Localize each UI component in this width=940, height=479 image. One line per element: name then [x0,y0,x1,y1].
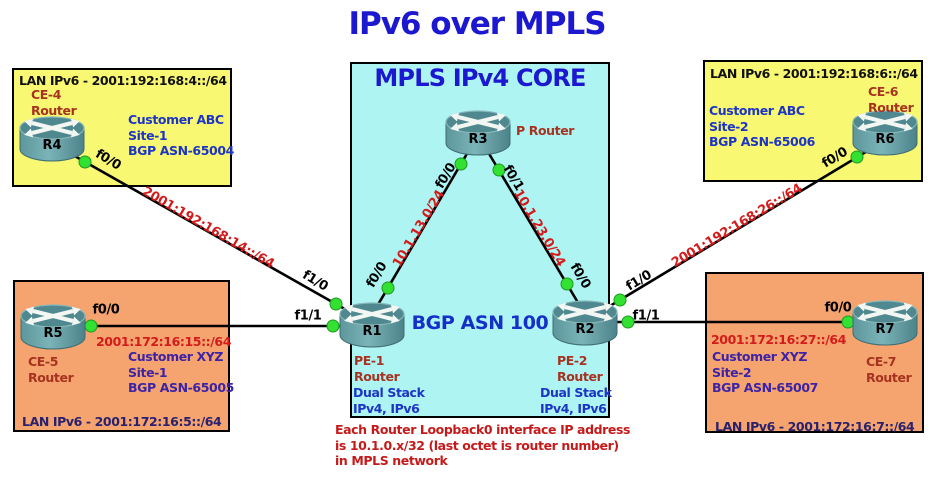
ce7-link-ip: 2001:172:16:27::/64 [711,332,847,347]
ce7-lan-label: LAN IPv6 - 2001:172:16:7::/64 [715,419,915,434]
ce6-lan-label: LAN IPv6 - 2001:192:168:6::/64 [710,66,918,81]
port-dot-r2-f00 [560,277,574,291]
port-dot-r2-f11 [621,315,635,329]
port-dot-r1-f00 [381,281,395,295]
router-label: R4 [42,138,62,153]
router-r7: R7 [852,300,918,346]
router-r2: R2 [552,300,618,346]
core-heading: MPLS IPv4 CORE [374,64,586,92]
router-r5: R5 [20,304,86,350]
iface-r7-f00: f0/0 [824,300,852,316]
ce5-link-ip: 2001:172:16:15::/64 [96,334,232,349]
port-dot-r6-f00 [850,150,864,164]
router-label: R7 [875,322,895,337]
router-r6: R6 [852,110,918,156]
router-label: R6 [875,132,895,147]
port-dot-r3-f01 [492,163,506,177]
router-label: R1 [362,324,382,339]
p-router-label: P Router [516,123,575,138]
router-label: R3 [468,132,488,147]
port-dot-r3-f00 [454,157,468,171]
link-r4-r1 [56,144,351,314]
page-title: IPv6 over MPLS [348,6,606,42]
port-dot-r1-f11 [326,319,340,333]
router-label: R5 [43,326,63,341]
router-r3: R3 [445,110,511,156]
router-r4: R4 [19,116,85,162]
mpls-core-box [350,62,610,418]
ce5-lan-label: LAN IPv6 - 2001:172:16:5::/64 [22,414,222,429]
router-r1: R1 [339,302,405,348]
iface-r2-f11: f1/1 [632,308,660,324]
port-dot-r2-f10 [613,293,627,307]
site-box-ce7 [705,272,924,433]
port-dot-r4-f00 [78,155,92,169]
link-r6-r2 [599,139,885,314]
iface-r5-f00: f0/0 [92,302,120,318]
ce4-lan-label: LAN IPv6 - 2001:192:168:4::/64 [19,73,227,88]
loopback-note: Each Router Loopback0 interface IP addre… [335,422,631,468]
iface-r1-f11: f1/1 [294,308,322,324]
router-label: R2 [575,322,595,337]
bgp-asn-label: BGP ASN 100 [411,312,549,334]
link-r3-r1 [374,151,470,309]
port-dot-r1-f10 [329,297,343,311]
port-dot-r5-f00 [84,319,98,333]
